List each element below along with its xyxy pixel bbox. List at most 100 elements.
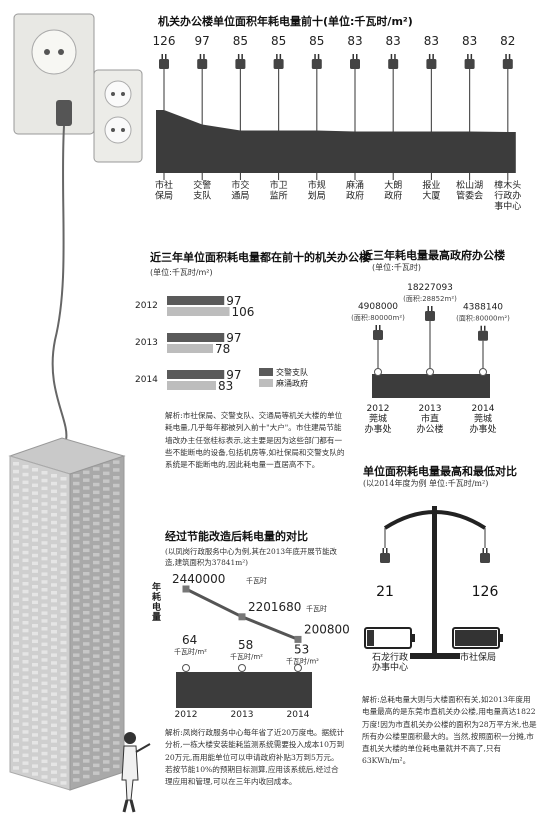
- window: [113, 756, 120, 761]
- window: [83, 759, 90, 763]
- window: [60, 742, 67, 746]
- window: [93, 560, 100, 565]
- window: [51, 661, 57, 665]
- category-label: 报业: [422, 179, 440, 191]
- window: [73, 692, 80, 696]
- category-label: 市直: [421, 413, 439, 425]
- window: [113, 546, 120, 550]
- window: [51, 692, 57, 696]
- unit-label: 千瓦时/m²: [174, 647, 207, 656]
- window: [73, 598, 80, 603]
- category-label: 2013: [419, 404, 442, 414]
- window: [113, 710, 120, 714]
- window: [103, 596, 110, 600]
- window: [60, 609, 67, 614]
- window: [51, 700, 57, 704]
- window: [93, 568, 100, 573]
- node-marker: [238, 664, 246, 672]
- chart2-analysis: 解析:市社保局、交警支队、交通局等机关大楼的单位耗电量,几乎每年都被列入前十"大…: [165, 411, 345, 470]
- plug-prong: [375, 324, 377, 330]
- window: [60, 500, 67, 504]
- window: [13, 742, 19, 747]
- window: [113, 616, 120, 620]
- chart5-subtitle: (以2014年度为例 单位:千瓦时/m²): [363, 479, 489, 488]
- window: [51, 481, 57, 486]
- window: [73, 715, 80, 720]
- window: [41, 658, 48, 662]
- window: [32, 702, 38, 706]
- window: [41, 525, 48, 530]
- bar-value-label: 83: [347, 34, 362, 48]
- plug-body: [502, 59, 513, 69]
- plug-marker: [388, 54, 399, 69]
- window: [73, 544, 80, 548]
- window: [13, 477, 19, 482]
- socket-hole-icon: [111, 92, 115, 96]
- window: [51, 669, 57, 673]
- category-label: 办事处: [364, 423, 391, 435]
- category-label: 事中心: [494, 200, 521, 212]
- window: [113, 686, 120, 691]
- window: [22, 761, 29, 765]
- scale-beam: [383, 510, 487, 530]
- window: [103, 588, 110, 593]
- window: [103, 541, 110, 546]
- bar-value-label: 85: [271, 34, 286, 48]
- window: [93, 662, 100, 666]
- window: [22, 745, 29, 750]
- window: [22, 636, 29, 641]
- window: [113, 647, 120, 652]
- plug-prong: [379, 324, 381, 330]
- node-marker: [182, 664, 190, 672]
- window: [113, 460, 120, 464]
- category-label: 2014: [472, 404, 495, 414]
- window: [32, 748, 38, 753]
- window: [83, 665, 90, 670]
- area-note: (面积:28852m²): [403, 294, 457, 303]
- category-label: 划局: [308, 190, 326, 202]
- plug-marker: [380, 548, 390, 563]
- window: [60, 750, 67, 754]
- window: [13, 555, 19, 560]
- window: [13, 547, 19, 552]
- window: [13, 735, 19, 739]
- window: [51, 723, 57, 728]
- window: [93, 740, 100, 744]
- node-marker: [479, 368, 487, 376]
- window: [60, 765, 67, 770]
- window: [103, 643, 110, 647]
- chart1-title: 机关办公楼单位面积年耗电量前十(单位:千瓦时/m²): [158, 15, 413, 28]
- window: [103, 744, 110, 749]
- window: [41, 681, 48, 686]
- window: [41, 510, 48, 514]
- window: [93, 498, 100, 502]
- window: [41, 517, 48, 522]
- window: [73, 622, 80, 626]
- window: [41, 494, 48, 498]
- window: [113, 733, 120, 737]
- window: [83, 689, 90, 693]
- window: [73, 489, 80, 494]
- window: [83, 556, 90, 560]
- window: [93, 537, 100, 541]
- window: [93, 482, 100, 487]
- window: [60, 484, 67, 489]
- window: [113, 608, 120, 613]
- window: [93, 599, 100, 604]
- window: [83, 728, 90, 732]
- plug-body: [464, 59, 475, 69]
- window: [93, 545, 100, 549]
- window: [73, 513, 80, 517]
- chart4-subtitle: (以凤岗行政服务中心为例,其在2013年底开展节能改造,建筑面积为37841m²…: [165, 547, 337, 567]
- window: [83, 501, 90, 506]
- data-label: 2440000: [172, 572, 225, 586]
- window: [41, 751, 48, 756]
- window: [113, 639, 120, 644]
- window: [41, 603, 48, 608]
- window: [60, 703, 67, 707]
- window: [22, 628, 29, 633]
- plug-body: [388, 59, 399, 69]
- bar-value-label: 85: [309, 34, 324, 48]
- window: [60, 625, 67, 629]
- window: [83, 626, 90, 631]
